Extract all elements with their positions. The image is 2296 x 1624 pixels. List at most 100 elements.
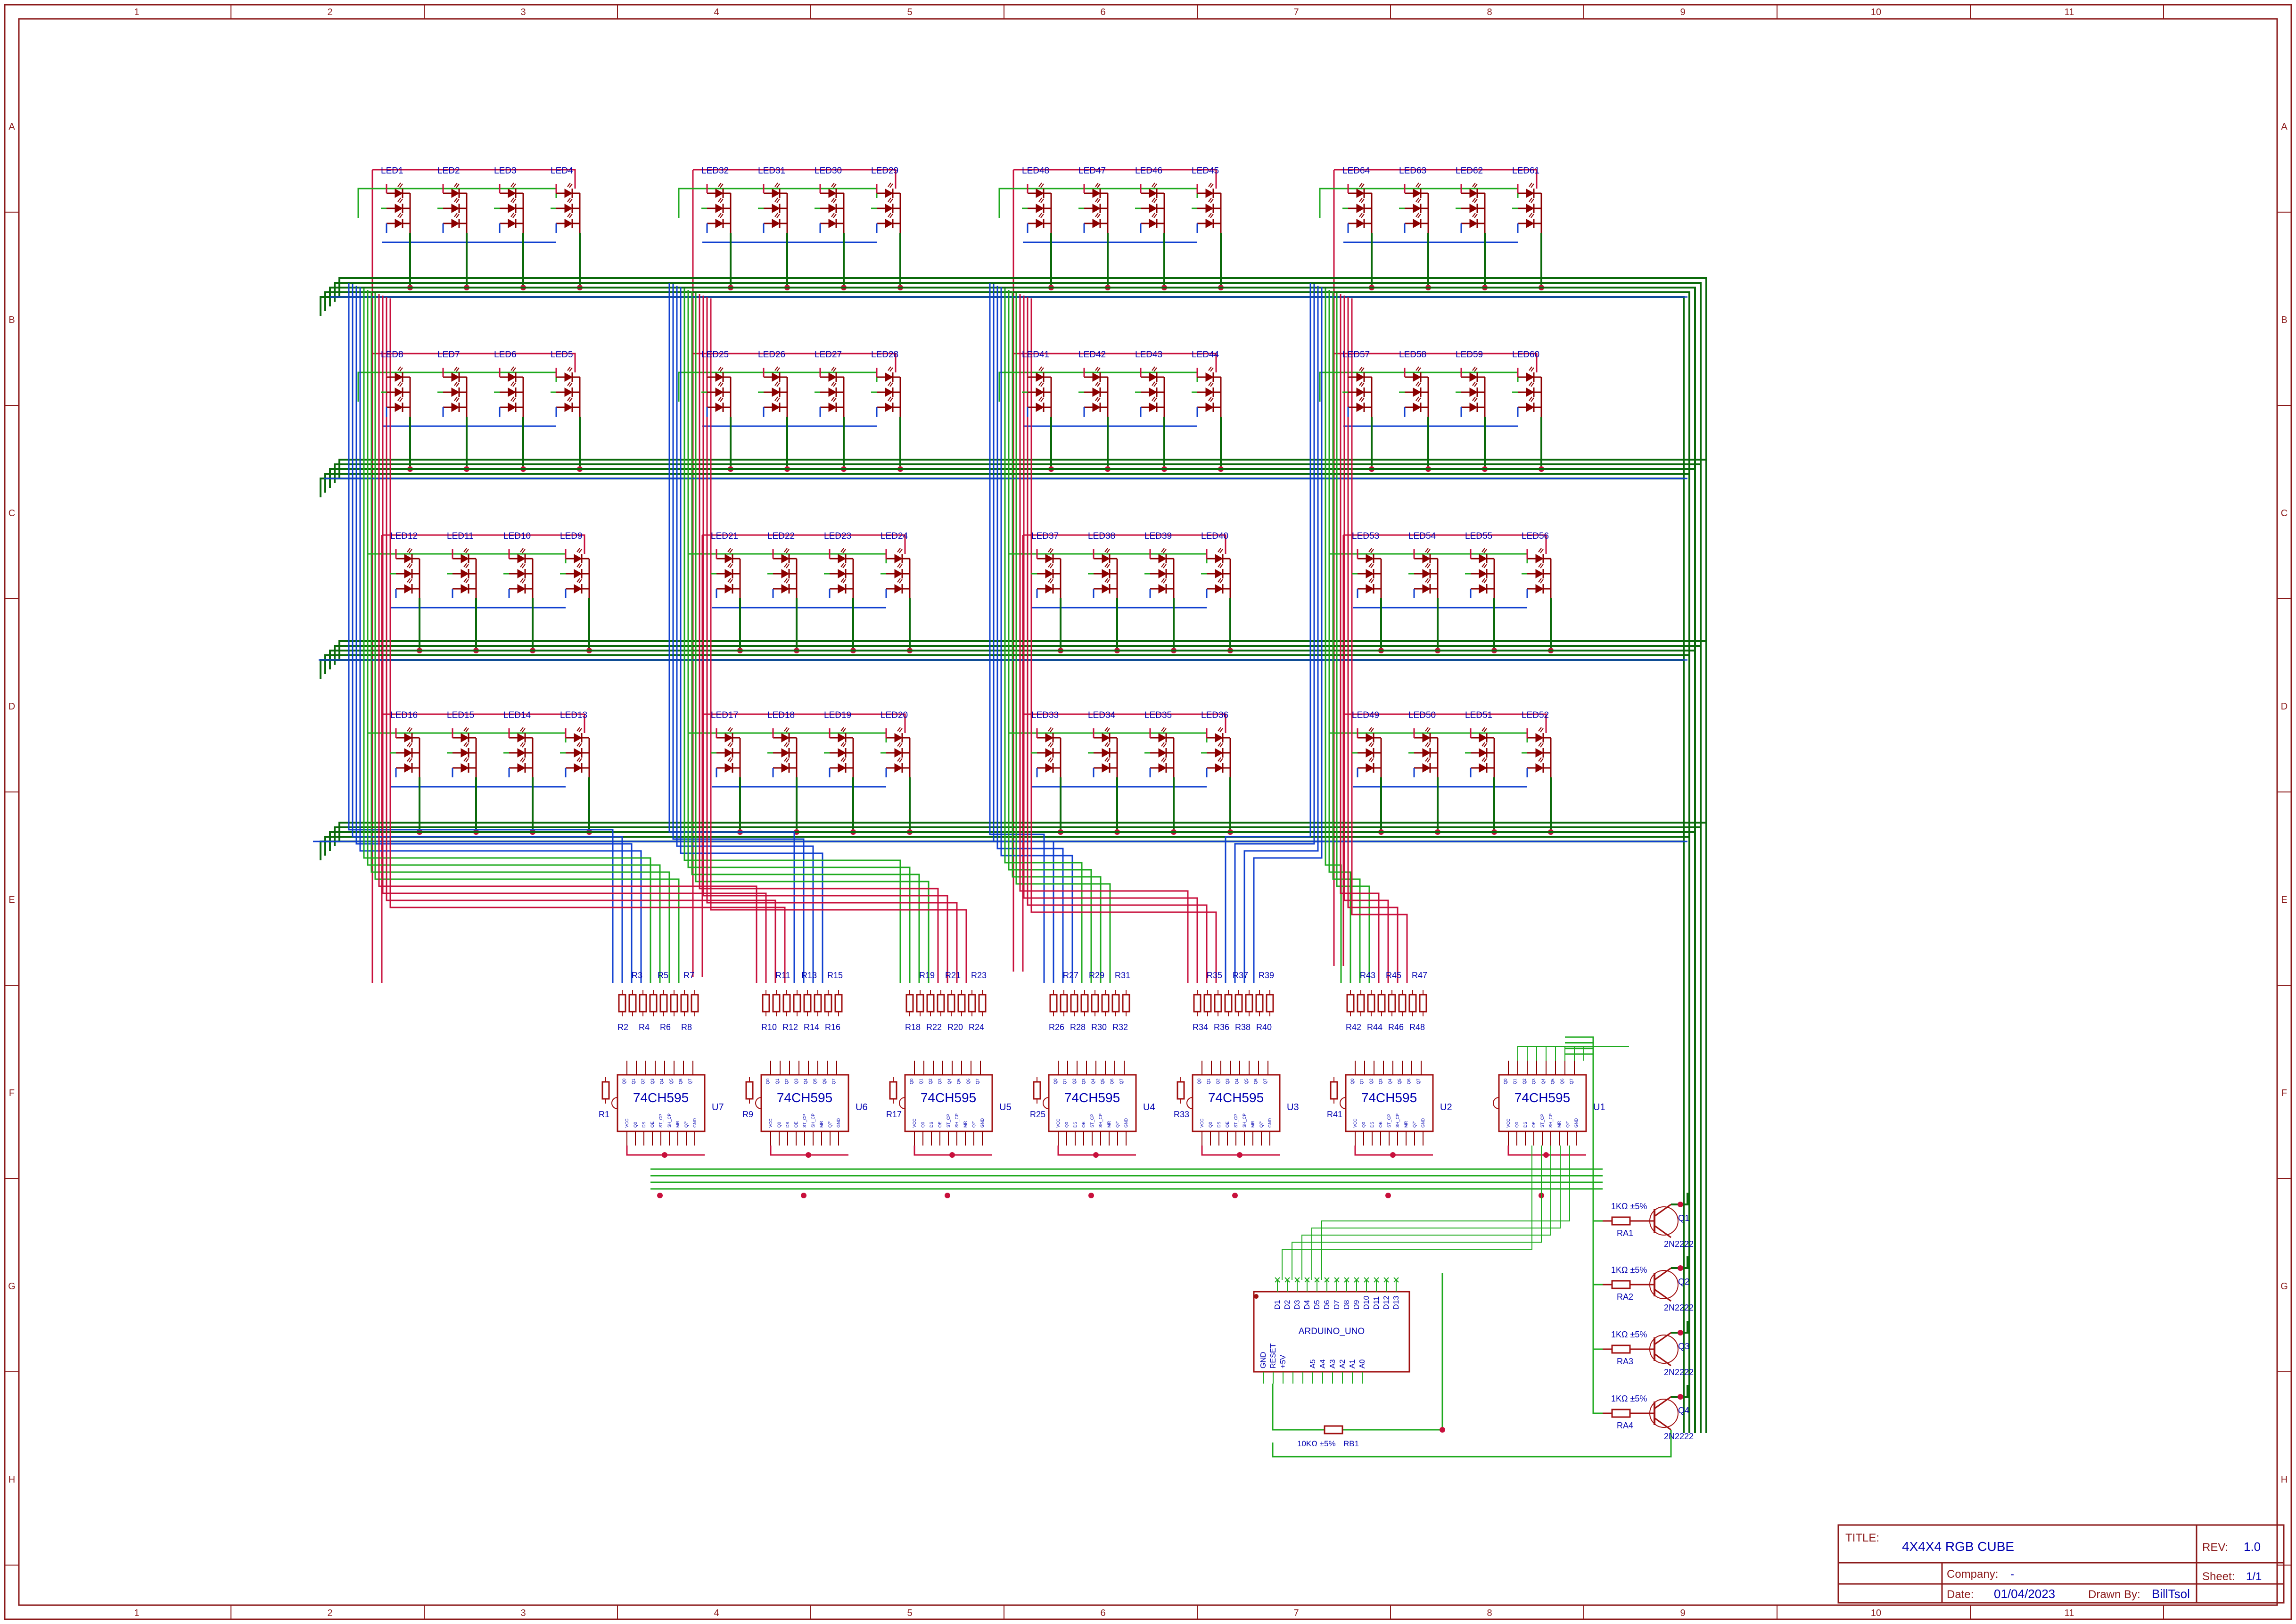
pin-label: Q7': [971, 1121, 976, 1128]
emission-arrow: [1368, 548, 1372, 552]
emission-arrow: [1538, 727, 1542, 732]
diode-symbol: [1469, 204, 1478, 213]
emission-arrow: [1104, 742, 1108, 747]
pin-label: Q7: [1263, 1079, 1267, 1084]
emission-arrow: [1359, 396, 1363, 401]
resistor-label: R35: [1207, 971, 1222, 980]
resistor-body: [1398, 994, 1407, 1013]
emission-arrow: [1095, 182, 1099, 187]
diode-symbol: [1158, 584, 1167, 594]
diode-symbol: [1205, 189, 1214, 198]
diode-symbol: [1092, 372, 1101, 382]
row-label: A: [8, 122, 15, 132]
pin-label: Q5: [669, 1079, 674, 1084]
row-label: H: [8, 1475, 15, 1485]
rb1-resistor: [1324, 1425, 1343, 1434]
emission-arrow: [1048, 727, 1052, 732]
resistor-value: 1KΩ ±5%: [1611, 1265, 1647, 1275]
pin-label: DS: [1217, 1121, 1221, 1128]
emission-arrow: [718, 213, 722, 217]
emission-arrow: [463, 727, 467, 732]
arduino-pin-label: A1: [1349, 1359, 1357, 1368]
diode-symbol: [517, 748, 526, 758]
junction-dot: [949, 1152, 955, 1158]
emission-arrow: [1474, 198, 1478, 203]
led-label: LED59: [1456, 350, 1483, 360]
emission-arrow: [567, 182, 571, 187]
led-label: LED48: [1022, 166, 1049, 176]
emission-arrow: [1425, 563, 1429, 568]
resistor-label: R22: [926, 1022, 942, 1032]
resistor-label: R29: [1089, 971, 1104, 980]
emission-arrow: [1106, 549, 1110, 553]
led-label: LED46: [1135, 166, 1162, 176]
emission-arrow: [1415, 182, 1419, 187]
arduino-pin-label: A4: [1319, 1359, 1327, 1368]
pin-label: Q1: [919, 1079, 923, 1084]
column-label: 3: [520, 1608, 526, 1618]
diode-symbol: [1205, 219, 1214, 228]
collector-net: [1671, 1256, 1688, 1269]
rgb-led: LED43: [1135, 350, 1165, 417]
pin-label: Q3: [794, 1079, 798, 1084]
diode-symbol: [1535, 748, 1544, 758]
emission-arrow: [1368, 757, 1372, 762]
no-connect-mark: [1324, 1277, 1330, 1283]
pin-label: DS: [1523, 1121, 1528, 1128]
emission-arrow: [1481, 757, 1485, 762]
pin-label: Q1: [775, 1079, 780, 1084]
data-net: [710, 298, 967, 983]
diode-symbol: [1526, 387, 1535, 397]
rgb-led: LED41: [1022, 350, 1052, 417]
diode-symbol: [1422, 584, 1431, 594]
rb1-value: 10KΩ ±5%: [1297, 1439, 1336, 1448]
diode-symbol: [1149, 189, 1158, 198]
diode-symbol: [517, 733, 526, 742]
pin-label: SH_CP: [667, 1113, 672, 1128]
emission-arrow: [1152, 182, 1155, 187]
emission-arrow: [456, 382, 460, 387]
layer-bus: [334, 463, 1702, 1367]
diode-symbol: [838, 733, 847, 742]
emission-arrow: [840, 727, 844, 732]
emission-arrow: [727, 757, 731, 762]
emission-arrow: [1472, 182, 1476, 187]
ic-reference: U7: [712, 1102, 724, 1113]
emission-arrow: [456, 397, 460, 402]
pin-label: VCC: [1056, 1118, 1061, 1128]
emission-arrow: [576, 563, 580, 568]
resistor-body: [1111, 994, 1120, 1013]
led-label: LED31: [758, 166, 785, 176]
emission-arrow: [1538, 548, 1542, 552]
junction-dot: [801, 1193, 806, 1198]
resistor-reference: RA3: [1617, 1357, 1633, 1366]
diode-symbol: [1366, 584, 1374, 594]
emission-arrow: [1104, 727, 1108, 732]
emission-arrow: [1361, 214, 1365, 218]
data-net: [1351, 298, 1408, 983]
led-label: LED17: [711, 710, 738, 720]
diode-symbol: [724, 584, 733, 594]
rgb-led: LED11: [447, 531, 477, 598]
column-label: 3: [520, 7, 526, 17]
diode-symbol: [564, 372, 573, 382]
emission-arrow: [1474, 382, 1478, 387]
emission-arrow: [889, 367, 893, 372]
no-connect-mark: [1344, 1277, 1350, 1283]
resistor-label: R14: [804, 1022, 819, 1032]
data-net: [676, 286, 814, 983]
emission-arrow: [1417, 198, 1421, 203]
pin-label: SH_CP: [1098, 1113, 1103, 1128]
diode-symbol: [715, 403, 724, 412]
emission-arrow: [576, 742, 580, 747]
emission-arrow: [786, 743, 790, 748]
pin-label: Q2: [1072, 1079, 1077, 1084]
emission-arrow: [1050, 564, 1053, 569]
diode-symbol: [1045, 554, 1054, 563]
pin-label: DS: [785, 1121, 790, 1128]
diode-symbol: [894, 748, 903, 758]
ic-reference: U1: [1593, 1102, 1605, 1113]
led-label: LED25: [701, 350, 729, 360]
